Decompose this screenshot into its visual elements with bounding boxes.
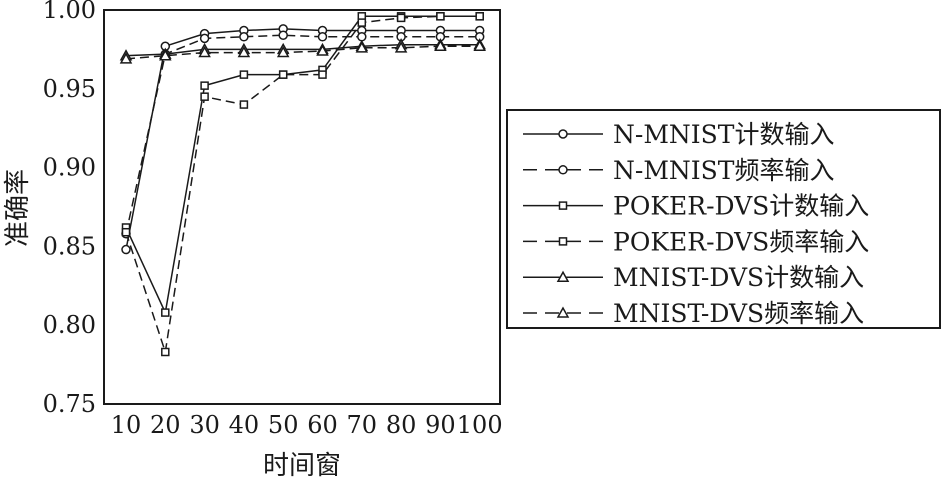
x-tick-label: 10 — [111, 411, 142, 439]
data-point — [199, 33, 210, 44]
data-point — [161, 347, 170, 357]
y-tick-label: 0.80 — [43, 311, 96, 339]
data-point — [159, 49, 172, 61]
x-tick-label: 30 — [189, 411, 220, 439]
legend-marker — [558, 237, 568, 246]
series-line — [125, 45, 480, 60]
data-point — [357, 32, 367, 42]
data-point — [121, 227, 131, 237]
series-line — [125, 15, 480, 353]
x-tick-label: 70 — [347, 411, 378, 439]
legend-label: POKER-DVS计数输入 — [613, 192, 869, 221]
data-point — [316, 44, 329, 56]
series-layer — [119, 12, 486, 357]
data-point — [200, 92, 209, 101]
series-line — [125, 15, 480, 316]
data-point — [434, 39, 447, 51]
data-point — [239, 70, 249, 79]
x-tick-label: 80 — [386, 411, 417, 439]
y-tick-label: 0.85 — [43, 232, 96, 260]
legend-label: N-MNIST频率输入 — [613, 156, 834, 185]
data-point — [357, 18, 367, 27]
data-point — [355, 41, 369, 53]
x-tick-label: 20 — [150, 411, 181, 439]
y-axis-title: 准确率 — [3, 169, 33, 247]
data-point — [475, 12, 484, 21]
legend: N-MNIST计数输入 N-MNIST频率输入 POKER-DVS计数输入 POKER… — [523, 120, 869, 328]
y-tick-label: 0.75 — [43, 390, 96, 418]
legend-box — [506, 109, 941, 329]
data-point — [239, 32, 249, 42]
data-point — [278, 70, 288, 79]
y-tick-label: 1.00 — [43, 0, 96, 24]
series-line — [125, 28, 480, 250]
data-point — [276, 46, 290, 58]
data-point — [317, 32, 328, 42]
data-point — [394, 41, 408, 53]
series-line — [125, 43, 480, 57]
data-point — [237, 46, 251, 58]
x-tick-label: 100 — [457, 411, 503, 439]
data-point — [121, 244, 131, 255]
data-point — [119, 52, 133, 64]
x-axis-title: 时间窗 — [263, 451, 341, 481]
y-tick-label: 0.90 — [43, 154, 96, 182]
data-point — [239, 100, 249, 109]
data-point — [318, 70, 327, 79]
data-point — [198, 46, 211, 58]
data-point — [473, 39, 486, 51]
legend-label: N-MNIST计数输入 — [613, 120, 834, 149]
legend-marker — [558, 201, 568, 210]
legend-label: MNIST-DVS计数输入 — [613, 263, 864, 292]
x-tick-label: 60 — [307, 411, 338, 439]
y-tick-labels: 0.75 0.80 0.85 0.90 0.95 1.00 — [43, 0, 96, 418]
x-tick-label: 90 — [425, 411, 456, 439]
legend-label: POKER-DVS频率输入 — [613, 227, 869, 256]
legend-label: MNIST-DVS频率输入 — [613, 299, 864, 328]
data-point — [161, 308, 170, 317]
data-point — [436, 12, 445, 21]
legend-marker — [556, 270, 570, 282]
series-line — [125, 34, 480, 234]
x-tick-label: 50 — [268, 411, 299, 439]
y-tick-label: 0.95 — [43, 75, 96, 103]
legend-marker — [558, 129, 568, 139]
plot-frame — [103, 9, 501, 405]
x-tick-label: 40 — [229, 411, 260, 439]
legend-marker — [556, 306, 570, 318]
legend-marker — [558, 165, 568, 175]
data-point — [396, 13, 406, 23]
data-point — [200, 81, 209, 90]
data-point — [278, 30, 288, 40]
